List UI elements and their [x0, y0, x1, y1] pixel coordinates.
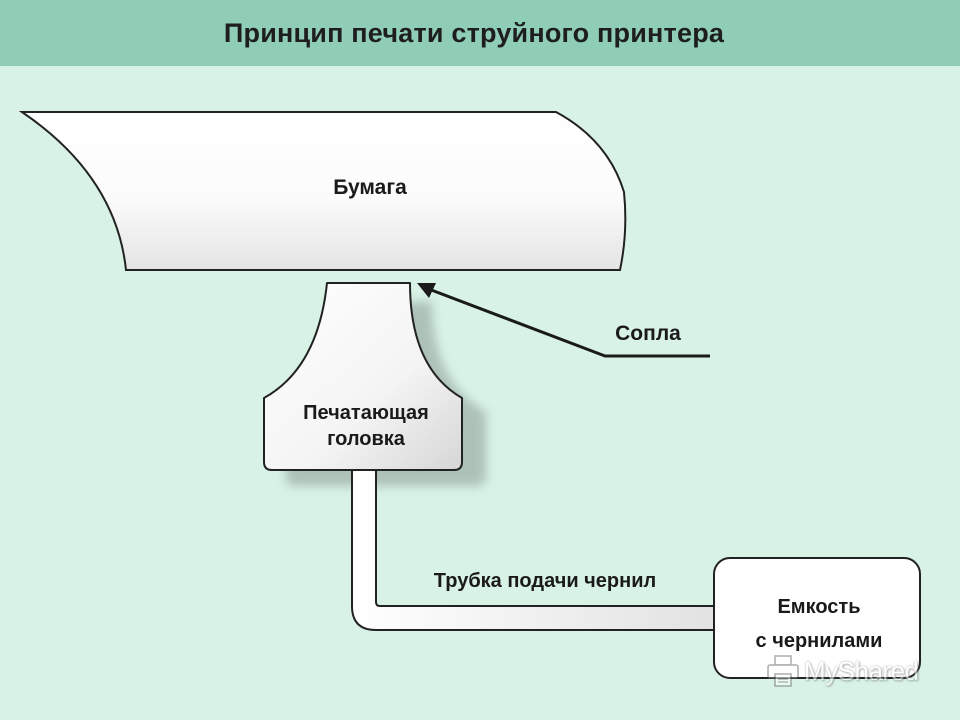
watermark: MyShared	[766, 654, 919, 688]
ink-tube-label: Трубка подачи чернил	[433, 570, 657, 592]
ink-tank-label-line1: Емкость	[777, 596, 861, 618]
ink-tank-label-line2: с чернилами	[755, 630, 883, 652]
title-bar: Принцип печати струйного принтера	[0, 0, 960, 66]
nozzle-label: Сопла	[615, 322, 681, 345]
paper-sheet	[18, 111, 627, 271]
print-head-label-line2: головка	[327, 428, 405, 450]
paper-label: Бумага	[333, 176, 407, 199]
ink-tank-label: Емкость с чернилами	[722, 590, 916, 658]
print-head	[263, 282, 463, 471]
printer-icon	[767, 655, 799, 687]
watermark-text: MyShared	[804, 655, 919, 686]
nozzle-pointer-arrowhead	[417, 283, 436, 298]
nozzle-pointer-line	[425, 286, 710, 358]
print-head-label: Печатающая головка	[266, 400, 466, 452]
print-head-label-line1: Печатающая	[303, 402, 429, 424]
ink-tank	[713, 557, 921, 679]
ink-tube	[351, 469, 717, 631]
page-title: Принцип печати струйного принтера	[223, 17, 725, 48]
